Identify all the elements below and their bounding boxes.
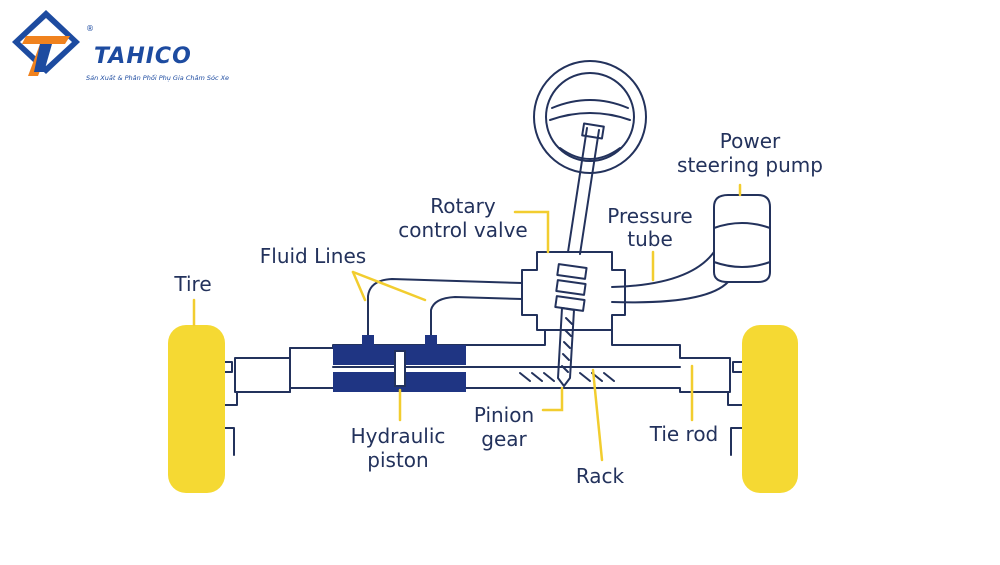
- steering-column: [567, 122, 605, 255]
- power-steering-pump: [713, 194, 771, 283]
- label-pinion-line2: gear: [481, 427, 527, 451]
- label-fluid-lines: Fluid Lines: [260, 244, 366, 268]
- tire-right: [742, 325, 798, 493]
- labels: Tire Fluid Lines Rotary control valve Po…: [173, 129, 823, 488]
- brand-tagline: Sản Xuất & Phân Phối Phụ Gia Chăm Sóc Xe: [86, 74, 230, 82]
- tires: [168, 325, 798, 493]
- label-pump-line1: Power: [720, 129, 781, 153]
- hydraulic-cylinder: [333, 335, 466, 392]
- label-rotary-line1: Rotary: [430, 194, 496, 218]
- label-tie-rod: Tie rod: [649, 422, 719, 446]
- registered-mark: ®: [86, 24, 94, 33]
- leader-lines: [192, 183, 742, 462]
- rack-housing: [234, 329, 731, 393]
- valve-rings: [554, 263, 588, 312]
- label-pressure-line1: Pressure: [607, 204, 692, 228]
- label-pump-line2: steering pump: [677, 153, 823, 177]
- steering-wheel: [533, 60, 647, 174]
- pinion-shaft: [557, 307, 575, 387]
- tire-left: [168, 325, 225, 493]
- tahico-logo: ® TAHICO Sản Xuất & Phân Phối Phụ Gia Ch…: [10, 10, 250, 85]
- tahico-logo-mark-icon: [12, 10, 80, 76]
- label-pinion-line1: Pinion: [474, 403, 534, 427]
- fluid-lines: [367, 278, 523, 346]
- label-tire: Tire: [173, 272, 211, 296]
- label-hydraulic-line2: piston: [367, 448, 428, 472]
- pressure-tube: [611, 251, 729, 304]
- label-pressure-line2: tube: [627, 227, 673, 251]
- brand-name: TAHICO: [94, 44, 192, 69]
- rack-teeth: [519, 372, 615, 382]
- label-rack: Rack: [576, 464, 625, 488]
- label-hydraulic-line1: Hydraulic: [351, 424, 446, 448]
- label-rotary-line2: control valve: [398, 218, 527, 242]
